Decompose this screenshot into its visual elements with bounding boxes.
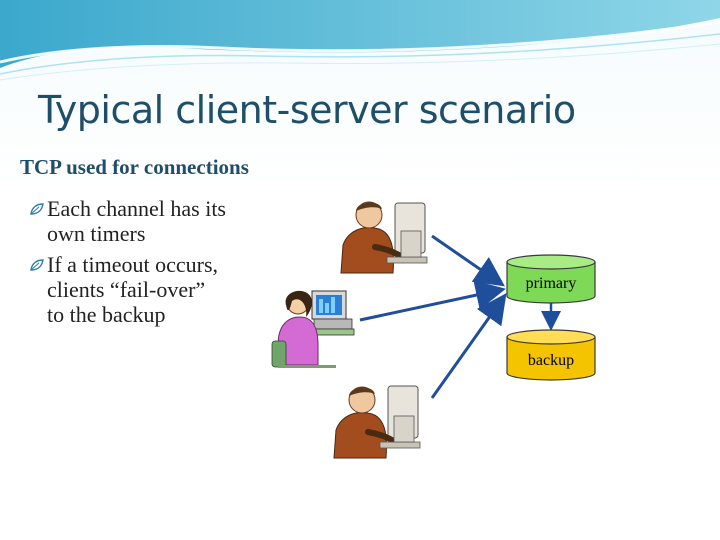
- bullet-line: clients “fail-over”: [47, 277, 206, 302]
- backup-server: backup: [506, 329, 596, 381]
- bullet-line: Each channel has its: [47, 196, 226, 221]
- backup-label: backup: [528, 352, 574, 369]
- arrow-client2-primary: [359, 280, 506, 322]
- primary-label: primary: [526, 275, 577, 292]
- bullet-item: If a timeout occurs, clients “fail-over”…: [20, 252, 320, 327]
- primary-server: primary: [506, 254, 596, 304]
- bullet-line: own timers: [47, 221, 146, 246]
- primary-cylinder-body: [506, 261, 596, 304]
- arrow-client3-primary: [430, 293, 507, 399]
- header-swoosh: [0, 0, 720, 81]
- woman-at-computer-icon: [271, 290, 355, 368]
- bullet-line: to the backup: [47, 302, 166, 327]
- man-at-computer-icon: [340, 201, 428, 274]
- slide-subtitle: TCP used for connections: [20, 155, 249, 179]
- bullet-line: If a timeout occurs,: [47, 252, 219, 277]
- bullet-leaf-icon: [30, 259, 44, 271]
- bullet-leaf-icon: [30, 203, 44, 215]
- slide-title: Typical client-server scenario: [38, 88, 576, 132]
- backup-cylinder-body: [506, 336, 596, 381]
- man-at-computer-icon: [333, 385, 421, 459]
- bullet-list: Each channel has its own timers If a tim…: [20, 196, 320, 333]
- primary-cylinder-top: [506, 254, 596, 270]
- arrow-client1-primary: [431, 234, 505, 287]
- backup-cylinder-top: [506, 329, 596, 345]
- bullet-item: Each channel has its own timers: [20, 196, 320, 246]
